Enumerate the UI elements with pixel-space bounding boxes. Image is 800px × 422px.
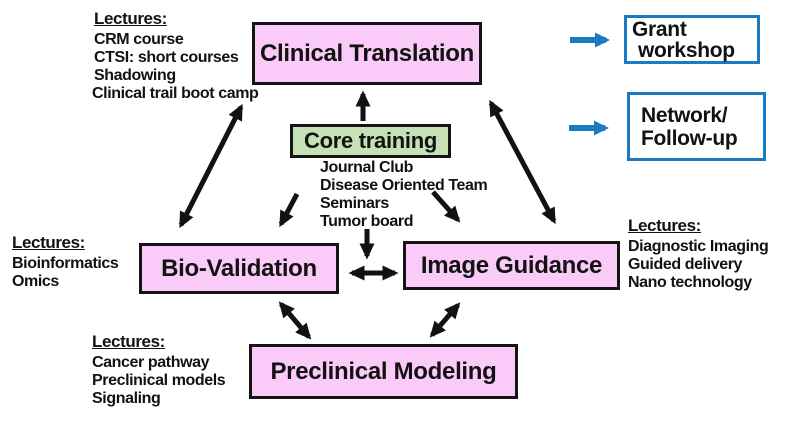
network-followup-line2: Follow-up: [641, 126, 738, 150]
list-item: CRM course: [94, 31, 184, 48]
box-grant-workshop: Grant workshop: [624, 15, 760, 64]
list-item: Tumor board: [320, 213, 414, 230]
node-core-training: Core training: [290, 124, 451, 158]
list-item: Diagnostic Imaging: [628, 238, 769, 255]
list-item: Guided delivery: [628, 256, 743, 273]
arrow-bio-preclinical-double: [278, 301, 312, 340]
arrow-image-preclinical-double: [429, 302, 461, 338]
lectures-heading: Lectures:: [628, 216, 701, 235]
arrow-core-to-bio: [278, 192, 300, 228]
node-preclinical-modeling: Preclinical Modeling: [249, 344, 518, 399]
node-bio-validation-label: Bio-Validation: [161, 254, 317, 282]
node-image-guidance: Image Guidance: [403, 241, 620, 290]
list-item: Nano technology: [628, 274, 752, 291]
node-bio-validation: Bio-Validation: [139, 243, 339, 294]
node-clinical-translation: Clinical Translation: [252, 22, 482, 85]
core-activities-list: Journal Club Disease Oriented Team Semin…: [320, 159, 488, 231]
lectures-image-guidance: Lectures: Diagnostic Imaging Guided deli…: [628, 216, 769, 292]
list-item: Cancer pathway: [92, 354, 210, 371]
network-followup-line1: Network/: [641, 103, 728, 127]
lectures-preclinical: Lectures: Cancer pathway Preclinical mod…: [92, 332, 226, 408]
lectures-heading: Lectures:: [94, 9, 167, 28]
list-item: CTSI: short courses: [94, 49, 239, 66]
list-item: Omics: [12, 273, 59, 290]
arrow-clinical-image-double: [488, 99, 557, 225]
list-item: Seminars: [320, 195, 389, 212]
lectures-heading: Lectures:: [92, 332, 165, 351]
arrow-clinical-bio-double: [178, 103, 244, 229]
node-core-training-label: Core training: [304, 128, 437, 153]
node-clinical-translation-label: Clinical Translation: [259, 39, 475, 67]
node-image-guidance-label: Image Guidance: [420, 251, 603, 279]
list-item: Journal Club: [320, 159, 413, 176]
list-item: Bioinformatics: [12, 255, 119, 272]
grant-workshop-line2: workshop: [638, 38, 735, 62]
list-item: Clinical trail boot camp: [92, 85, 259, 102]
grant-workshop-line1: Grant: [632, 17, 687, 41]
lectures-heading: Lectures:: [12, 233, 85, 252]
box-network-followup: Network/ Follow-up: [627, 92, 766, 161]
lectures-bio-validation: Lectures: Bioinformatics Omics: [12, 233, 119, 291]
lectures-clinical-translation: Lectures: CRM course CTSI: short courses…: [92, 9, 259, 103]
list-item: Shadowing: [94, 67, 176, 84]
list-item: Preclinical models: [92, 372, 226, 389]
list-item: Disease Oriented Team: [320, 177, 488, 194]
list-item: Signaling: [92, 390, 161, 407]
node-preclinical-modeling-label: Preclinical Modeling: [270, 357, 497, 385]
